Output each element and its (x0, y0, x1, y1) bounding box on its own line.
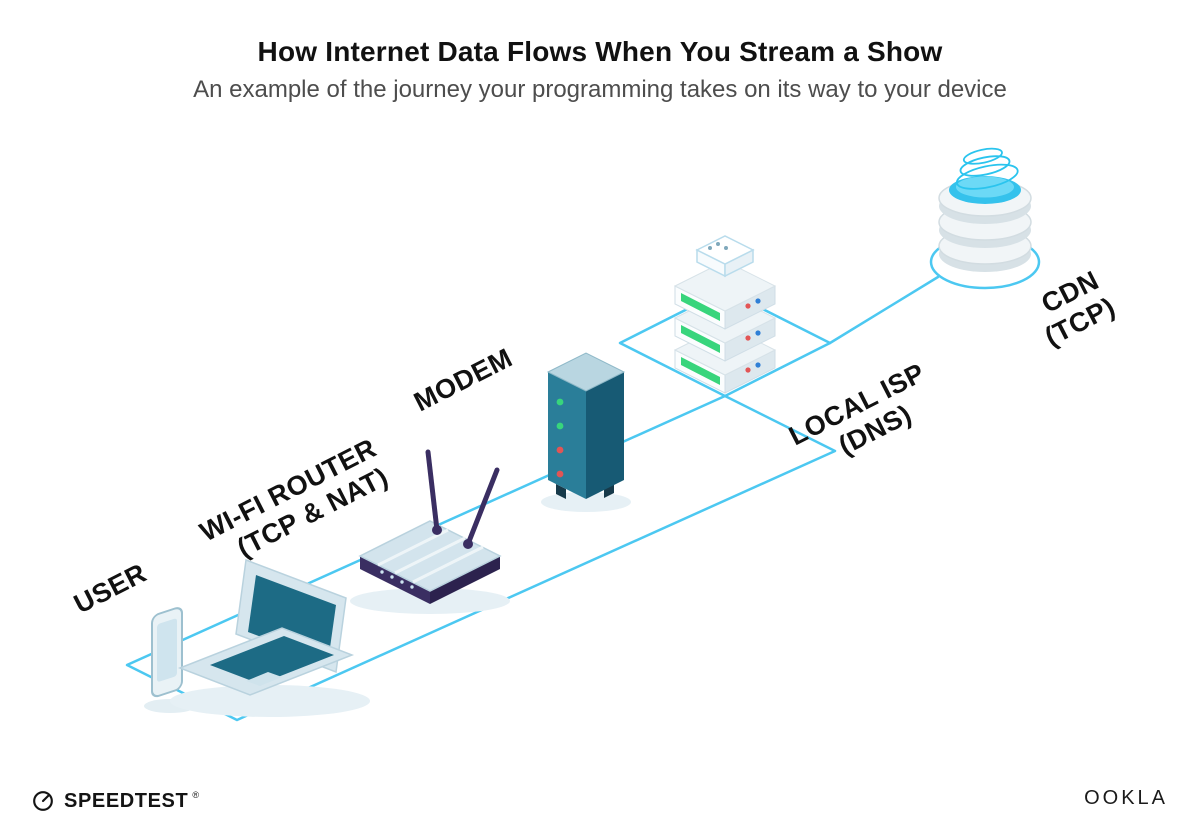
modem-led-red-2 (556, 470, 564, 478)
trademark-symbol: ® (192, 790, 199, 800)
server-green-bar (681, 293, 720, 321)
router-antennas (425, 449, 500, 549)
antenna-right (465, 467, 500, 547)
router-leds (380, 570, 414, 589)
router-vents (377, 528, 484, 584)
isp-server-stack (673, 235, 777, 394)
antenna-left (425, 449, 440, 533)
path-cdn-link (828, 275, 940, 345)
laptop-trackpad (246, 672, 282, 686)
page-subtitle: An example of the journey your programmi… (193, 76, 1007, 103)
cdn-rings (955, 147, 1019, 190)
modem-side-face (586, 372, 624, 499)
antenna-left-base (432, 525, 442, 535)
modem-led-red-1 (556, 446, 564, 454)
server-led-blue (755, 298, 761, 304)
cdn-database (938, 147, 1032, 272)
server-green-bar (681, 325, 720, 353)
modem-led-green-1 (556, 398, 564, 406)
modem-front-face (548, 372, 586, 499)
ookla-wordmark: OOKLA (1084, 787, 1168, 809)
label-cdn: CDN (TCP) (1037, 265, 1120, 352)
server-led-red (745, 303, 751, 309)
modem-led-green-2 (556, 422, 564, 430)
router-side-right (430, 556, 500, 604)
laptop-shadow (170, 685, 370, 717)
laptop (177, 558, 355, 696)
speedtest-wordmark: SPEEDTEST (64, 789, 189, 812)
server-green-bar (681, 357, 720, 385)
label-user: USER (69, 558, 151, 620)
server-top-unit (695, 235, 755, 278)
phone-screen (157, 618, 177, 682)
label-modem: MODEM (409, 342, 517, 417)
laptop-keyboard (210, 636, 334, 684)
antenna-right-base (463, 539, 473, 549)
server-led-blue (755, 362, 761, 368)
speedtest-gauge-icon (33, 791, 53, 811)
server-led-blue (755, 330, 761, 336)
wifi-router (350, 449, 510, 614)
server-led-red (745, 335, 751, 341)
label-wifi-router: WI-FI ROUTER (TCP & NAT) (195, 433, 393, 563)
user-devices (144, 558, 370, 717)
smartphone (151, 607, 183, 698)
page-title: How Internet Data Flows When You Stream … (257, 36, 943, 67)
label-local-isp: LOCAL ISP (DNS) (784, 357, 930, 460)
router-side-left (360, 556, 430, 604)
speedtest-logo: SPEEDTEST ® (30, 788, 199, 814)
modem-status-leds (556, 398, 564, 478)
modem (541, 352, 631, 512)
server-led-red (745, 367, 751, 373)
modem-top (546, 352, 626, 392)
header: How Internet Data Flows When You Stream … (0, 36, 1200, 104)
top-unit-dots (708, 242, 728, 250)
server-slab (673, 260, 777, 330)
